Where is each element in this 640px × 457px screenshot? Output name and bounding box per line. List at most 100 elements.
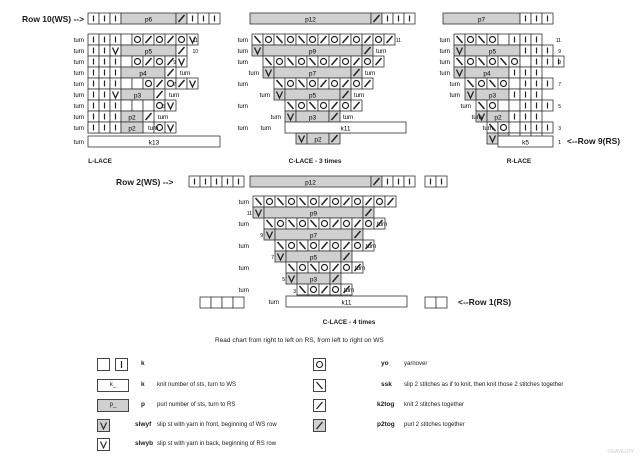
chart-cell — [318, 217, 331, 230]
slip-wyb-box-icon — [97, 438, 110, 451]
turn-label: turn — [269, 300, 279, 306]
chart-cell — [175, 55, 188, 68]
chart-cell — [329, 195, 342, 208]
chart-cell — [295, 55, 308, 68]
ssk-box-icon — [313, 379, 326, 392]
legend-sym: k — [141, 381, 145, 388]
turn-label: turn — [238, 38, 248, 44]
turn-label: turn — [238, 60, 248, 66]
k2tog-icon — [320, 241, 329, 250]
yarnover-icon — [342, 263, 351, 272]
k2tog-icon — [144, 112, 153, 121]
ssk-stroke-icon — [316, 381, 323, 390]
ssk-icon — [308, 101, 317, 110]
chart-cell — [120, 99, 133, 112]
chart-cell — [306, 33, 319, 46]
yarnover-icon — [309, 241, 318, 250]
ssk-icon — [297, 35, 306, 44]
slip-wyf-stroke-icon — [100, 422, 107, 431]
yarnover-icon — [155, 101, 164, 110]
row-number: 9 — [260, 233, 263, 239]
ssk-icon — [488, 79, 497, 88]
chart-cell — [340, 261, 353, 274]
yarnover-icon — [287, 241, 296, 250]
ssk-icon — [275, 79, 284, 88]
legend-desc: purl 2 stitches together — [404, 422, 465, 428]
ssk-icon — [286, 101, 295, 110]
k2tog-icon — [330, 112, 339, 121]
k2tog-icon — [374, 57, 383, 66]
turn-label: turn — [239, 244, 249, 250]
k2tog-icon — [144, 57, 153, 66]
chart-cell — [435, 296, 448, 309]
chart-cell — [361, 55, 374, 68]
k2tog-icon — [331, 219, 340, 228]
slip-stitch-icon — [265, 231, 274, 240]
k2tog-icon — [364, 208, 373, 217]
chart-cell — [464, 55, 477, 68]
turn-label: turn — [344, 288, 354, 294]
yarnover-icon — [499, 79, 508, 88]
legend-desc: knit 2 stitches together — [404, 402, 465, 408]
slip-stitch-icon — [166, 124, 175, 133]
k2tog-icon — [363, 46, 372, 55]
k2tog-icon — [372, 177, 381, 186]
turn-label: turn — [483, 126, 493, 132]
chart-cell — [339, 55, 352, 68]
chart-cell — [329, 239, 342, 252]
chart-cell — [284, 33, 297, 46]
legend-sym: p2tog — [377, 421, 395, 428]
row-number: 7 — [173, 82, 176, 88]
chart-cell — [497, 77, 510, 90]
legend-sym: k2tog — [377, 401, 395, 408]
turn-label: turn — [261, 126, 271, 132]
turn-label: turn — [440, 49, 450, 55]
k2tog-icon — [166, 35, 175, 44]
stitch-count-label: p7 — [310, 232, 318, 239]
yarnover-icon — [133, 57, 142, 66]
chart-cell — [284, 77, 297, 90]
slip-stitch-icon — [455, 47, 464, 56]
legend-desc: knit number of sts, turn to WS — [157, 382, 237, 388]
ssk-icon — [298, 285, 307, 294]
ssk-icon — [308, 57, 317, 66]
slip-stitch-icon — [297, 135, 306, 144]
chart-cell — [328, 77, 341, 90]
turn-label: turn — [376, 49, 386, 55]
chart-cell — [120, 33, 133, 46]
legend-sym: slwyb — [135, 440, 154, 447]
stitch-count-label: p7 — [478, 16, 486, 23]
k2tog-icon — [341, 90, 350, 99]
slip-stitch-icon — [275, 91, 284, 100]
knit-ws-box-icon — [115, 358, 128, 371]
turn-label: turn — [74, 126, 84, 132]
yarnover-icon — [363, 57, 372, 66]
yarnover-icon — [177, 35, 186, 44]
chart-cell — [350, 77, 363, 90]
turn-label: turn — [450, 82, 460, 88]
slip-stitch-icon — [264, 69, 273, 78]
turn-label: turn — [158, 115, 168, 121]
k2tog-icon — [364, 241, 373, 250]
k2tog-icon — [341, 79, 350, 88]
turn-label: turn — [249, 71, 259, 77]
turn-label: turn — [239, 266, 249, 272]
yarnover-icon — [297, 101, 306, 110]
ssk-icon — [309, 263, 318, 272]
k2tog-icon — [375, 219, 384, 228]
k2tog-icon — [372, 14, 381, 23]
stitch-count-label: p7 — [309, 70, 317, 77]
row-number: 7 — [271, 255, 274, 261]
yarnover-box-icon — [313, 358, 326, 371]
chart-cell — [262, 33, 275, 46]
chart-cell — [373, 195, 386, 208]
stitch-count-label: k5 — [522, 139, 529, 146]
turn-label: turn — [239, 222, 249, 228]
row10-label: Row 10(WS) --> — [22, 14, 85, 24]
yarnover-icon — [275, 57, 284, 66]
k2tog-icon — [353, 263, 362, 272]
chart-cell — [362, 217, 375, 230]
turn-label: turn — [74, 140, 84, 146]
